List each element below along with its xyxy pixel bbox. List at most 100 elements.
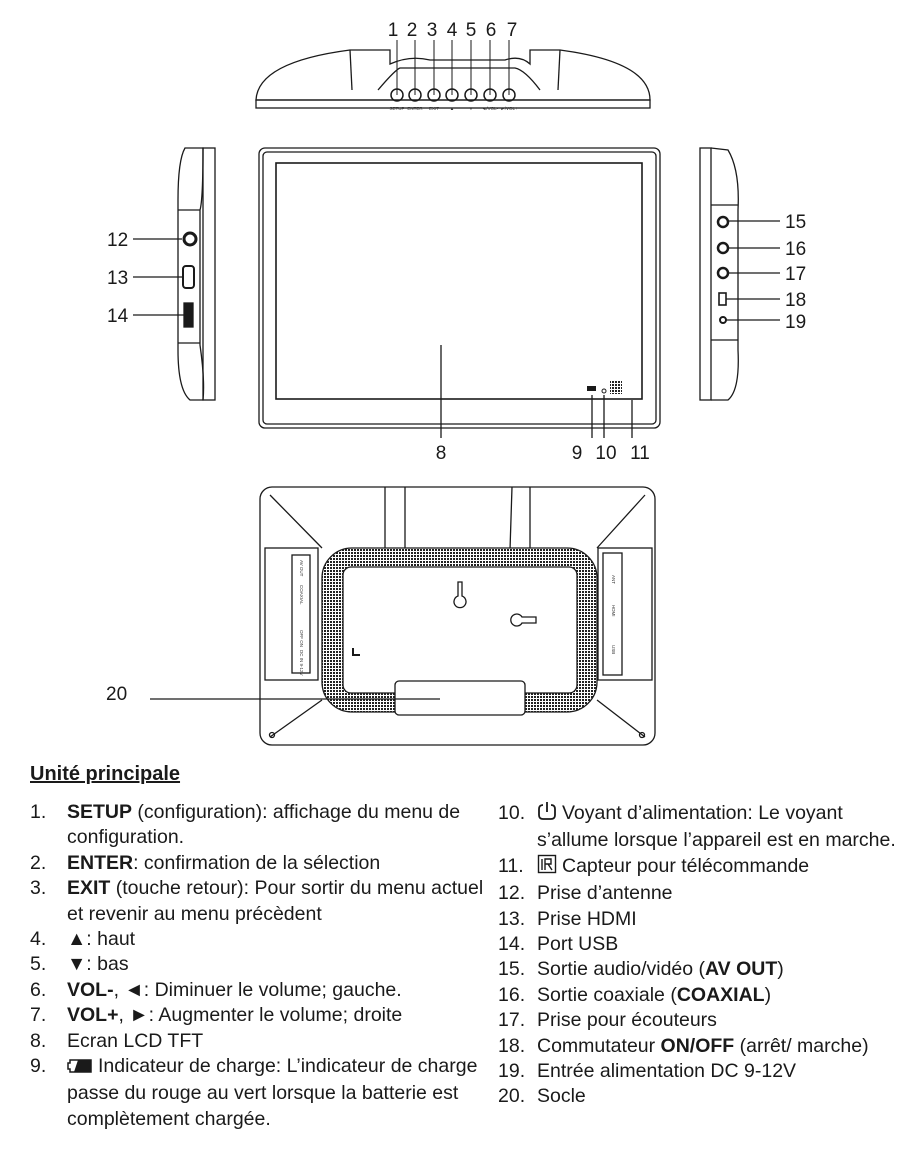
item-description: EXIT (touche retour): Pour sortir du men… — [67, 876, 485, 927]
list-item: 9.Indicateur de charge: L’indicateur de … — [30, 1054, 485, 1132]
list-item: 11. Capteur pour télécommande — [498, 854, 898, 881]
item-description: Voyant d’alimentation: Le voyant s’allum… — [537, 801, 898, 854]
description-text: Voyant d’alimentation: Le voyant s’allum… — [537, 802, 896, 852]
callout-number: 9 — [572, 443, 583, 464]
list-item: 1. SETUP (configuration): affichage du me… — [30, 800, 485, 851]
item-description: Capteur pour télécommande — [537, 854, 809, 881]
up-button: ▲ — [445, 40, 459, 111]
enter-button: ENTER — [407, 40, 423, 111]
item-description: Sortie coaxiale (COAXIAL) — [537, 983, 771, 1008]
front-view — [258, 147, 661, 438]
list-item: 6. VOL-, ◄: Diminuer le volume; gauche. — [30, 978, 485, 1003]
callout-number: 17 — [785, 264, 806, 285]
item-description: Sortie audio/vidéo (AV OUT) — [537, 957, 784, 982]
description-text: Prise pour écouteurs — [537, 1009, 717, 1032]
bold-term: VOL+ — [67, 1004, 119, 1027]
callout-number: 2 — [407, 20, 418, 41]
description-text: Entrée alimentation DC 9-12V — [537, 1060, 797, 1083]
item-number: 18. — [498, 1034, 526, 1057]
description-text: Port USB — [537, 933, 619, 956]
port-label: AV OUT — [299, 560, 304, 577]
list-item: 13.Prise HDMI — [498, 907, 898, 932]
item-number: 1. — [30, 801, 47, 823]
description-text: ) — [764, 983, 772, 1006]
description-text: , ►: Augmenter le volume; droite — [118, 1004, 403, 1027]
item-description: VOL-, ◄: Diminuer le volume; gauche. — [67, 978, 402, 1003]
callout-number: 16 — [785, 239, 806, 260]
list-item: 2.ENTER: confirmation de la sélection — [30, 851, 485, 876]
bold-term: ENTER — [67, 851, 134, 874]
list-item: 18.Commutateur ON/OFF (arrêt/ marche) — [498, 1034, 898, 1059]
top-view — [255, 49, 651, 109]
item-number: 3. — [30, 877, 47, 900]
vol-up-button: ►/VOL+ — [500, 40, 518, 111]
list-item: 19. Entrée alimentation DC 9-12V — [498, 1059, 898, 1084]
item-number: 17. — [498, 1009, 526, 1032]
description-text: (configuration): affichage du menu de co… — [67, 801, 461, 849]
item-number: 14. — [498, 933, 526, 956]
item-number: 11. — [498, 854, 524, 877]
description-text: Commutateur — [537, 1034, 661, 1057]
item-number: 12. — [498, 882, 526, 905]
item-number: 10. — [498, 802, 526, 824]
description-text: Indicateur de charge: L’indicateur de ch… — [67, 1055, 478, 1130]
callouts: 1 2 3 4 5 6 7 8 9 10 11 12 13 14 15 16 1… — [106, 20, 806, 705]
item-number: 5. — [30, 953, 47, 976]
callout-number: 8 — [436, 443, 447, 464]
button-label: ◄/VOL- — [482, 106, 499, 111]
item-description: Port USB — [537, 932, 618, 957]
callout-number: 13 — [107, 268, 128, 289]
button-label: ENTER — [407, 106, 423, 111]
item-description: Prise HDMI — [537, 907, 637, 932]
back-view — [150, 486, 656, 746]
list-item: 4.▲: haut — [30, 927, 485, 952]
bold-term: AV OUT — [705, 958, 778, 981]
back-right-labels: ANT HDMI USB — [611, 575, 616, 654]
description-text: Prise d’antenne — [537, 882, 673, 905]
item-description: ENTER: confirmation de la sélection — [67, 851, 380, 876]
callout-number: 15 — [785, 212, 806, 233]
port-label: ANT — [611, 575, 616, 584]
description-text: ▲: haut — [67, 928, 136, 951]
item-description: Indicateur de charge: L’indicateur de ch… — [67, 1054, 485, 1132]
bold-term: EXIT — [67, 877, 111, 900]
callout-number: 19 — [785, 312, 806, 333]
list-item: 14. Port USB — [498, 932, 898, 957]
down-button: ▼ — [464, 40, 478, 111]
button-label: SETUP — [389, 106, 404, 111]
description-text: Sortie coaxiale ( — [537, 983, 677, 1006]
callout-number: 12 — [107, 230, 128, 251]
list-item: 5. ▼: bas — [30, 952, 485, 977]
callout-number: 4 — [447, 20, 458, 41]
callout-number: 1 — [388, 20, 399, 41]
item-description: ▼: bas — [67, 952, 129, 977]
vol-down-button: ◄/VOL- — [482, 40, 499, 111]
item-number: 7. — [30, 1004, 47, 1027]
item-number: 20. — [498, 1085, 526, 1108]
setup-button: SETUP — [389, 40, 405, 111]
description-text: , ◄: Diminuer le volume; gauche. — [113, 978, 402, 1001]
exit-button: EXIT — [427, 40, 441, 111]
description-text: (touche retour): Pour sortir du menu act… — [67, 877, 484, 925]
description-text: ▼: bas — [67, 953, 129, 976]
callout-number: 20 — [106, 684, 127, 705]
description-text: Capteur pour télécommande — [562, 854, 810, 877]
callout-number: 14 — [107, 306, 129, 327]
list-item: 8.Ecran LCD TFT — [30, 1029, 485, 1054]
callout-number: 5 — [466, 20, 477, 41]
bold-term: SETUP — [67, 801, 133, 823]
list-item: 15.Sortie audio/vidéo (AV OUT) — [498, 957, 898, 982]
list-item: 3. EXIT (touche retour): Pour sortir du m… — [30, 876, 485, 927]
item-description: ▲: haut — [67, 927, 135, 952]
power-indicator-icon — [601, 388, 607, 394]
callout-number: 3 — [427, 20, 438, 41]
item-number: 6. — [30, 978, 47, 1001]
description-text: Prise HDMI — [537, 907, 637, 930]
item-number: 19. — [498, 1060, 526, 1083]
port-label: USB — [611, 645, 616, 654]
list-item: 20. Socle — [498, 1084, 898, 1109]
power-icon — [537, 801, 557, 828]
list-item: 10. Voyant d’alimentation: Le voyant s’al… — [498, 801, 898, 854]
button-label: EXIT — [429, 106, 439, 111]
item-description: Socle — [537, 1084, 586, 1109]
